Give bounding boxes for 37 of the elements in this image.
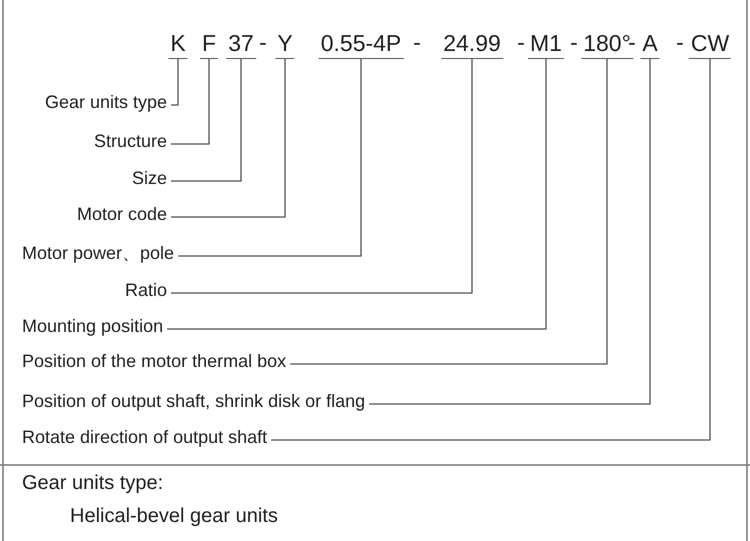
field-description: Structure [94,130,167,152]
leader-line [369,59,651,405]
gear-type-value: Helical-bevel gear units [70,505,278,527]
field-description: Gear units type [44,91,167,113]
leader-line [178,59,362,257]
leader-line [171,59,473,294]
field-description: Rotate direction of output shaft [22,426,268,448]
field-description: Position of output shaft, shrink disk or flang [22,390,366,412]
field-description: Motor power、pole [22,242,174,264]
leader-line [171,59,210,145]
leader-line [171,59,286,218]
field-description: Size [132,167,167,189]
leader-line [171,59,242,182]
field-description: Motor code [76,203,167,225]
separator-dash: - [517,30,525,55]
code-segment: M1 [528,30,564,59]
code-segment: Y [275,30,295,59]
leader-line [171,59,179,106]
field-description: Mounting position [22,315,164,337]
field-description: Ratio [124,279,167,301]
code-segment: A [640,30,660,59]
field-description: Position of the motor thermal box [22,350,286,372]
code-segment: K [168,30,188,59]
code-segment: 0.55-4P [318,30,404,59]
code-segment: 37 [226,30,256,59]
code-segment: CW [688,30,732,59]
code-segment: F [200,30,218,59]
separator-dash: - [570,30,578,55]
section-heading: Gear units type: [22,472,164,494]
leader-line [290,59,608,365]
leader-line [271,59,711,441]
leader-line [167,59,547,330]
separator-dash: - [413,30,421,55]
separator-dash: - [628,30,636,55]
code-segment: 24.99 [441,30,503,59]
separator-dash: - [259,30,267,55]
separator-dash: - [676,30,684,55]
